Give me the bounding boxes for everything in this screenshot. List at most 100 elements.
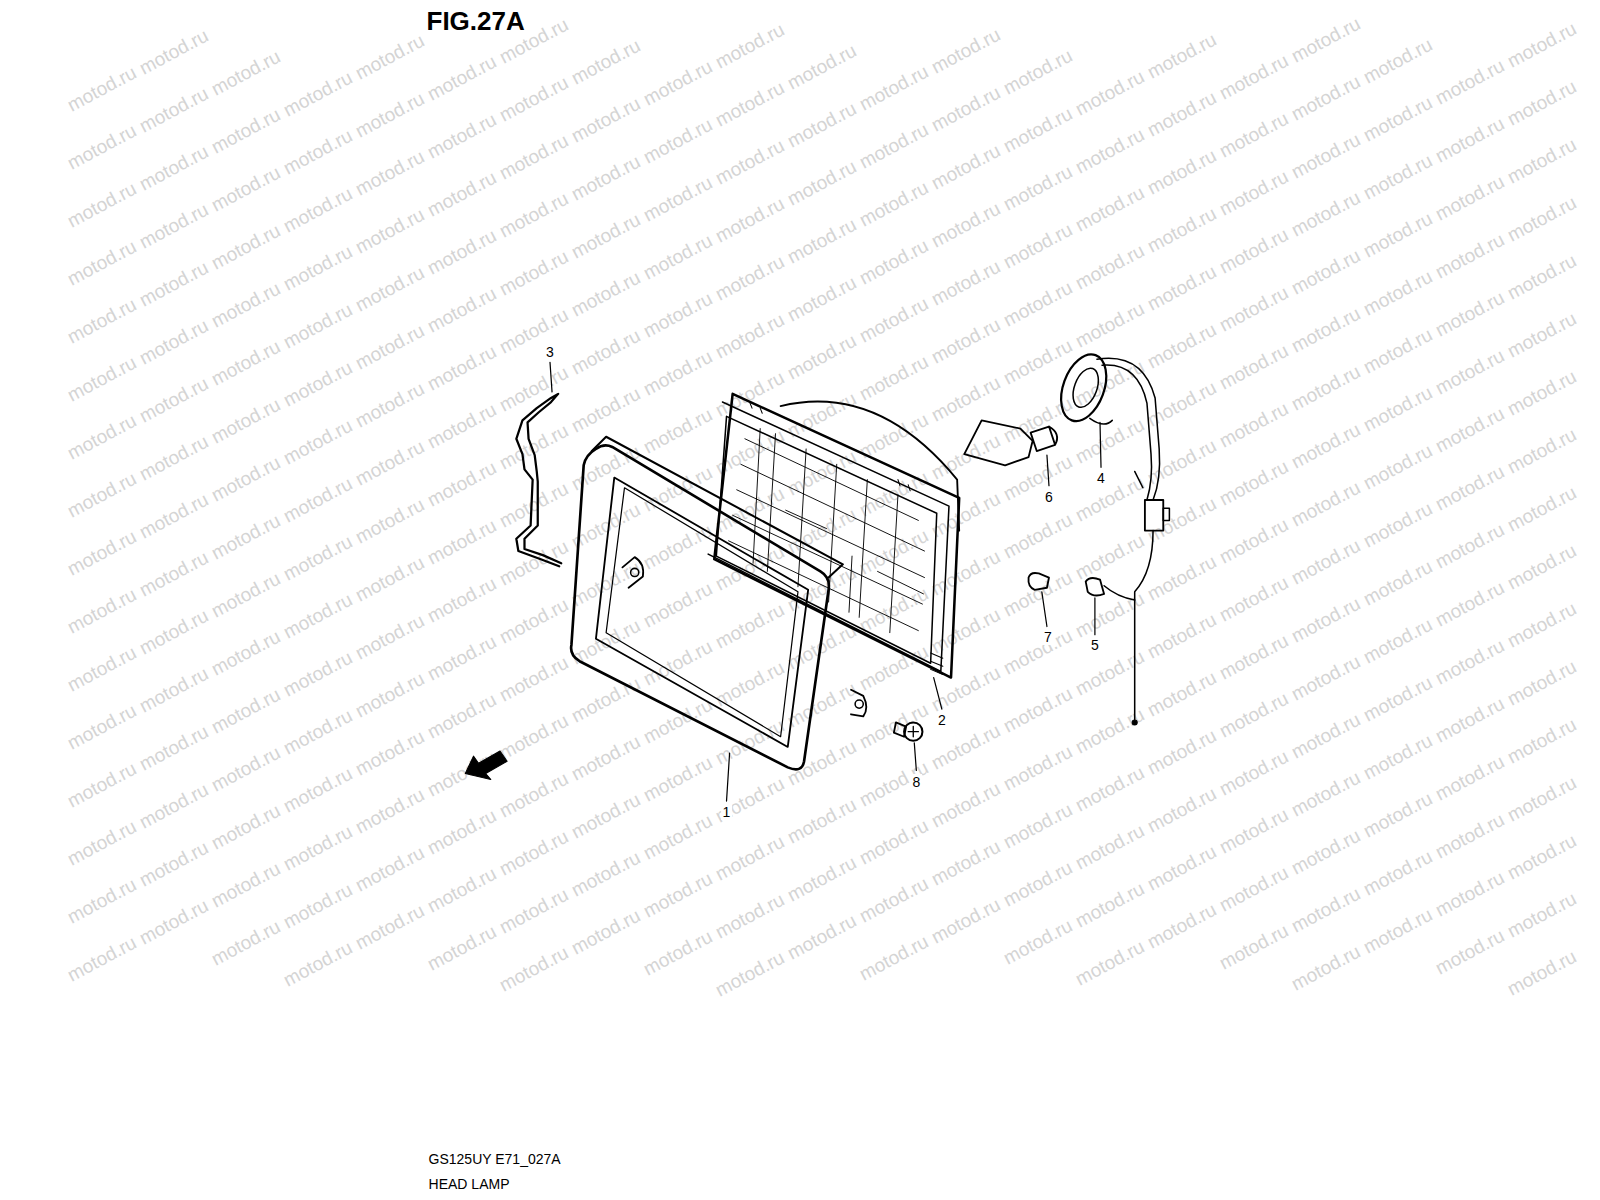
- watermark: motod.ru: [280, 763, 357, 818]
- watermark: motod.ru: [424, 573, 501, 628]
- watermark: motod.ru: [1000, 219, 1077, 274]
- connector-wire: [1135, 531, 1153, 720]
- watermark: motod.ru: [712, 889, 789, 944]
- watermark: motod.ru: [136, 895, 213, 950]
- watermark: motod.ru: [856, 815, 933, 870]
- watermark: motod.ru: [208, 510, 285, 565]
- watermark: motod.ru: [1360, 904, 1437, 959]
- watermark: motod.ru: [1432, 809, 1509, 864]
- watermark: motod.ru: [856, 293, 933, 348]
- watermark: motod.ru: [1288, 71, 1365, 126]
- watermark: motod.ru: [640, 926, 717, 981]
- watermark: motod.ru: [136, 83, 213, 138]
- watermark: motod.ru: [1288, 709, 1365, 764]
- watermark: motod.ru: [352, 494, 429, 549]
- watermark: motod.ru: [64, 758, 141, 813]
- watermark: motod.ru: [352, 30, 429, 85]
- watermark: motod.ru: [1072, 240, 1149, 295]
- watermark: motod.ru: [1504, 366, 1581, 421]
- watermark: motod.ru: [280, 589, 357, 644]
- watermark: motod.ru: [424, 225, 501, 280]
- watermark: motod.ru: [928, 256, 1005, 311]
- watermark: motod.ru: [1144, 551, 1221, 606]
- watermark: motod.ru: [208, 858, 285, 913]
- watermark: motod.ru: [640, 578, 717, 633]
- watermark: motod.ru: [1360, 92, 1437, 147]
- watermark: motod.ru: [856, 177, 933, 232]
- front-arrow: [465, 751, 507, 780]
- watermark: motod.ru: [1360, 672, 1437, 727]
- watermark: motod.ru: [1288, 651, 1365, 706]
- watermark: motod.ru: [1288, 361, 1365, 416]
- watermark: motod.ru: [424, 167, 501, 222]
- watermark: motod.ru: [1072, 646, 1149, 701]
- watermark: motod.ru: [1000, 393, 1077, 448]
- watermark: motod.ru: [568, 35, 645, 90]
- watermark: motod.ru: [1504, 308, 1581, 363]
- watermark: motod.ru: [136, 837, 213, 892]
- watermark: motod.ru: [640, 288, 717, 343]
- watermark: motod.ru: [1216, 108, 1293, 163]
- watermark: motod.ru: [928, 372, 1005, 427]
- watermark: motod.ru: [856, 61, 933, 116]
- watermark: motod.ru: [1000, 509, 1077, 564]
- watermark: motod.ru: [568, 383, 645, 438]
- watermark: motod.ru: [424, 283, 501, 338]
- watermark: motod.ru: [1288, 883, 1365, 938]
- watermark: motod.ru: [280, 937, 357, 992]
- watermark: motod.ru: [496, 304, 573, 359]
- watermark: motod.ru: [1432, 577, 1509, 632]
- watermark: motod.ru: [280, 879, 357, 934]
- watermark: motod.ru: [568, 847, 645, 902]
- watermark: motod.ru: [1432, 229, 1509, 284]
- watermark: motod.ru: [208, 742, 285, 797]
- watermark: motod.ru: [1216, 920, 1293, 975]
- watermark: motod.ru: [1000, 161, 1077, 216]
- watermark: motod.ru: [1144, 435, 1221, 490]
- watermark: motod.ru: [64, 932, 141, 987]
- watermark: motod.ru: [1072, 472, 1149, 527]
- watermark: motod.ru: [1504, 18, 1581, 73]
- callout-number: 7: [1042, 629, 1054, 645]
- watermark: motod.ru: [64, 526, 141, 581]
- watermark: motod.ru: [1072, 588, 1149, 643]
- callout-number: 8: [910, 774, 922, 790]
- watermark: motod.ru: [64, 874, 141, 929]
- watermark: motod.ru: [1072, 820, 1149, 875]
- watermark: motod.ru: [496, 594, 573, 649]
- wire-terminal: [1132, 720, 1137, 725]
- watermark: motod.ru: [928, 82, 1005, 137]
- watermark: motod.ru: [640, 230, 717, 285]
- watermark: motod.ru: [1288, 187, 1365, 242]
- watermark: motod.ru: [496, 768, 573, 823]
- watermark: motod.ru: [424, 689, 501, 744]
- watermark: motod.ru: [1360, 266, 1437, 321]
- watermark: motod.ru: [1000, 277, 1077, 332]
- watermark: motod.ru: [784, 910, 861, 965]
- watermark: motod.ru: [1360, 614, 1437, 669]
- watermark: motod.ru: [208, 684, 285, 739]
- watermark: motod.ru: [1288, 13, 1365, 68]
- watermark: motod.ru: [1360, 788, 1437, 843]
- watermark: motod.ru: [1360, 730, 1437, 785]
- lamp-frame-ticks: [750, 403, 943, 674]
- watermark: motod.ru: [64, 294, 141, 349]
- watermark: motod.ru: [568, 789, 645, 844]
- watermark: motod.ru: [1144, 783, 1221, 838]
- watermark: motod.ru: [1072, 298, 1149, 353]
- watermark: motod.ru: [1432, 461, 1509, 516]
- watermark: motod.ru: [64, 352, 141, 407]
- watermark: motod.ru: [64, 236, 141, 291]
- watermark: motod.ru: [1000, 741, 1077, 796]
- watermark: motod.ru: [208, 162, 285, 217]
- watermark: motod.ru: [208, 800, 285, 855]
- watermark: motod.ru: [64, 700, 141, 755]
- watermark: motod.ru: [136, 141, 213, 196]
- watermark: motod.ru: [784, 214, 861, 269]
- watermark: motod.ru: [352, 610, 429, 665]
- watermark: motod.ru: [496, 652, 573, 707]
- watermark: motod.ru: [496, 826, 573, 881]
- rim-tab: [851, 690, 866, 717]
- watermark: motod.ru: [1072, 530, 1149, 585]
- watermark: motod.ru: [928, 430, 1005, 485]
